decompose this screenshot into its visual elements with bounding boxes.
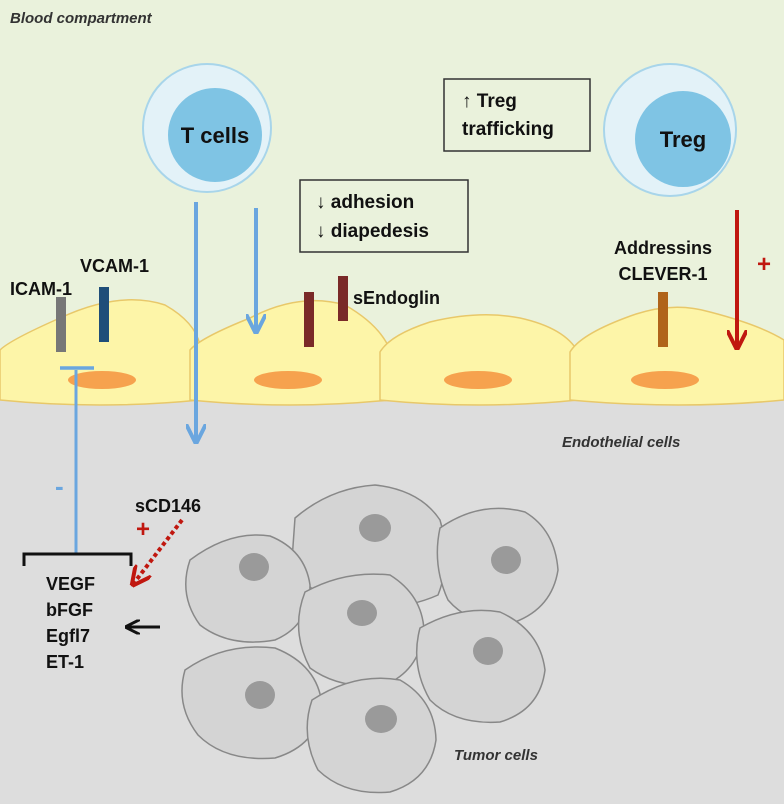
endothelial-cell <box>379 314 579 406</box>
tumor-cell-nucleus <box>491 546 521 574</box>
adhesion-frame <box>299 179 469 253</box>
treg-nucleus <box>635 91 731 187</box>
endothelial-nucleus <box>68 371 136 389</box>
inhibition-line <box>60 366 94 553</box>
endothelial-cells-label: Endothelial cells <box>562 434 680 451</box>
treg-plus-sign: + <box>757 251 771 278</box>
endothelial-nucleus <box>254 371 322 389</box>
treg-trafficking-line1: ↑ Treg <box>462 91 517 112</box>
endoglin-receptor <box>304 292 314 347</box>
factors-bracket <box>22 552 133 566</box>
tumor-cell-nucleus <box>245 681 275 709</box>
tumor-cell <box>297 573 425 687</box>
sendoglin-label: sEndoglin <box>353 288 440 308</box>
tumor-cell-nucleus <box>239 553 269 581</box>
clever-1-label: CLEVER-1 <box>618 264 707 284</box>
tumor-cell-nucleus <box>359 514 391 542</box>
tumor-cell <box>415 609 546 724</box>
treg-trafficking-line2: trafficking <box>462 119 554 140</box>
adhesion-box: ↓ adhesion ↓ diapedesis <box>299 179 469 253</box>
endothelial-cell <box>0 299 201 406</box>
scd146-plus-sign: + <box>136 516 150 543</box>
t-cell: T cells <box>142 63 272 193</box>
adhesion-line2: ↓ diapedesis <box>316 221 429 242</box>
adhesion-line1: ↓ adhesion <box>316 192 414 213</box>
tumor-cell-nucleus <box>473 637 503 665</box>
treg-trafficking-frame <box>443 78 591 152</box>
endothelial-nucleus <box>631 371 699 389</box>
treg-trafficking-box: ↑ Treg trafficking <box>443 78 591 152</box>
tumor-cell-cluster <box>181 484 559 794</box>
tumor-cell-nucleus <box>365 705 397 733</box>
addressin-receptor <box>658 292 668 347</box>
tumor-cell <box>306 677 437 794</box>
addressins-label: Addressins <box>614 238 712 258</box>
factors-list: VEGF bFGF Egfl7 ET-1 <box>46 574 95 672</box>
treg-label: Treg <box>660 127 706 152</box>
icam-1-label: ICAM-1 <box>10 279 72 299</box>
tumor-cell <box>185 534 311 643</box>
factor-et-1: ET-1 <box>46 652 84 672</box>
t-cells-label: T cells <box>181 123 249 148</box>
endothelial-nucleus <box>444 371 512 389</box>
vcam-1-receptor <box>99 287 109 342</box>
factor-egfl7: Egfl7 <box>46 626 90 646</box>
endothelial-cell <box>189 299 391 406</box>
icam-1-receptor <box>56 297 66 352</box>
blood-compartment-label: Blood compartment <box>10 10 153 27</box>
tumor-cell-nucleus <box>347 600 377 626</box>
inhibition-minus-sign: - <box>55 471 64 501</box>
scd146-label: sCD146 <box>135 496 201 516</box>
factor-vegf: VEGF <box>46 574 95 594</box>
vcam-1-label: VCAM-1 <box>80 256 149 276</box>
factor-bfgf: bFGF <box>46 600 93 620</box>
t-cell-nucleus <box>168 88 262 182</box>
treg-cell: Treg <box>603 63 737 197</box>
tumor-cells-label: Tumor cells <box>454 747 538 764</box>
scd146-dashed-arrow <box>134 518 184 583</box>
sendoglin-molecule <box>338 276 348 321</box>
